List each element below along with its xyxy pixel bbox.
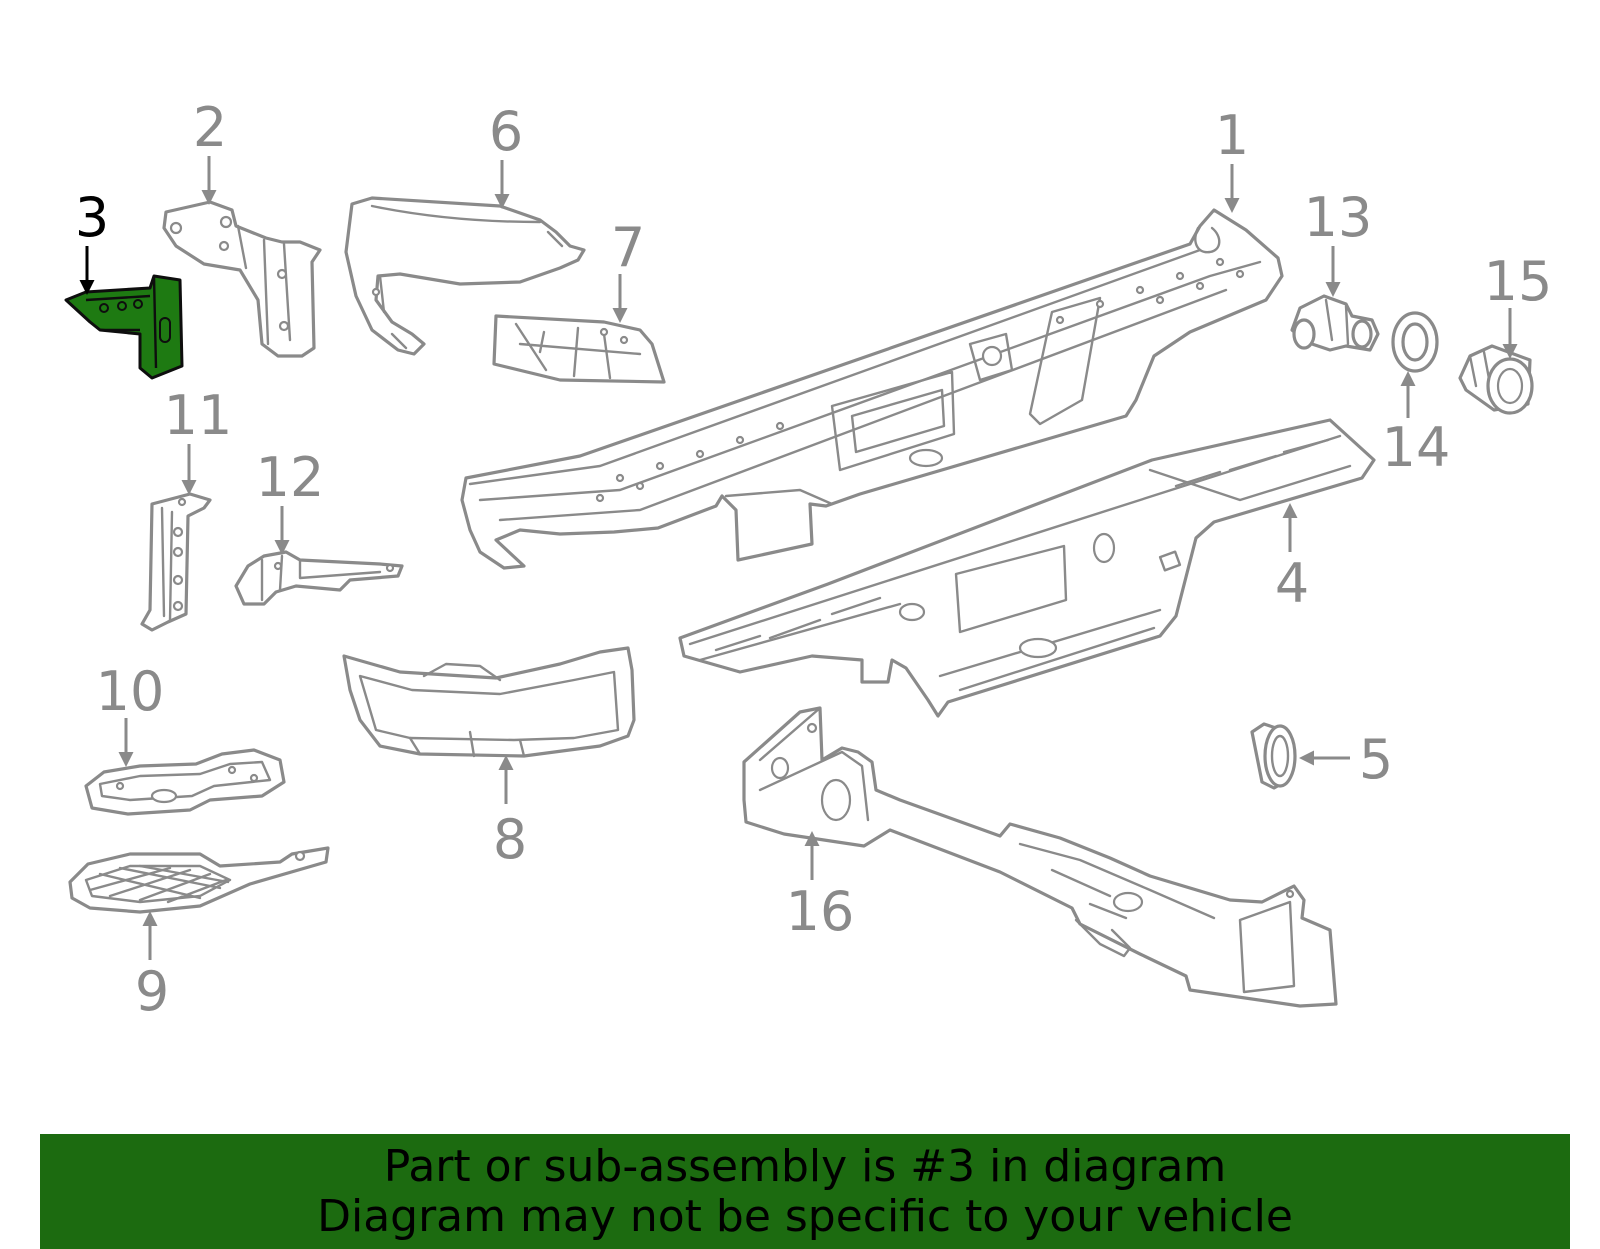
part-11-bracket[interactable] <box>140 492 212 632</box>
callout-6: 6 <box>489 100 523 163</box>
part-15-retainer[interactable] <box>1458 344 1534 415</box>
callout-2: 2 <box>193 96 227 159</box>
callout-12: 12 <box>256 446 325 509</box>
callout-15: 15 <box>1484 250 1553 313</box>
callout-labels: 3 2 6 7 1 13 15 14 11 12 4 5 10 8 9 16 <box>75 96 1553 1023</box>
callout-9: 9 <box>135 960 169 1023</box>
part-14-grommet[interactable] <box>1391 311 1439 373</box>
part-4-step-pad[interactable] <box>678 418 1376 718</box>
part-6-end-cap[interactable] <box>344 196 586 356</box>
callout-5: 5 <box>1359 728 1393 791</box>
callout-14: 14 <box>1382 416 1451 479</box>
banner-line-2: Diagram may not be specific to your vehi… <box>317 1191 1293 1242</box>
part-16-hitch[interactable] <box>742 706 1338 1008</box>
part-3-bracket[interactable] <box>64 274 184 380</box>
part-9-step[interactable] <box>68 846 330 914</box>
part-10-pad[interactable] <box>84 748 286 816</box>
callout-1: 1 <box>1215 104 1249 167</box>
callout-16: 16 <box>786 880 855 943</box>
callout-4: 4 <box>1275 552 1309 615</box>
part-1-bumper[interactable] <box>460 208 1284 570</box>
part-7-bracket[interactable] <box>492 314 666 384</box>
info-banner: Part or sub-assembly is #3 in diagram Di… <box>40 1134 1570 1249</box>
part-12-bracket[interactable] <box>234 550 404 606</box>
callout-11: 11 <box>164 384 233 447</box>
part-2-bracket[interactable] <box>162 200 322 358</box>
callout-3: 3 <box>75 186 109 249</box>
part-13-sensor[interactable] <box>1290 294 1380 352</box>
leader-lines <box>79 156 1518 960</box>
part-8-end-cap[interactable] <box>342 646 636 758</box>
part-5-plug[interactable] <box>1250 722 1297 790</box>
banner-line-1: Part or sub-assembly is #3 in diagram <box>383 1141 1227 1192</box>
callout-8: 8 <box>493 808 527 871</box>
callout-7: 7 <box>611 216 645 279</box>
callout-10: 10 <box>96 660 165 723</box>
callout-13: 13 <box>1304 186 1373 249</box>
